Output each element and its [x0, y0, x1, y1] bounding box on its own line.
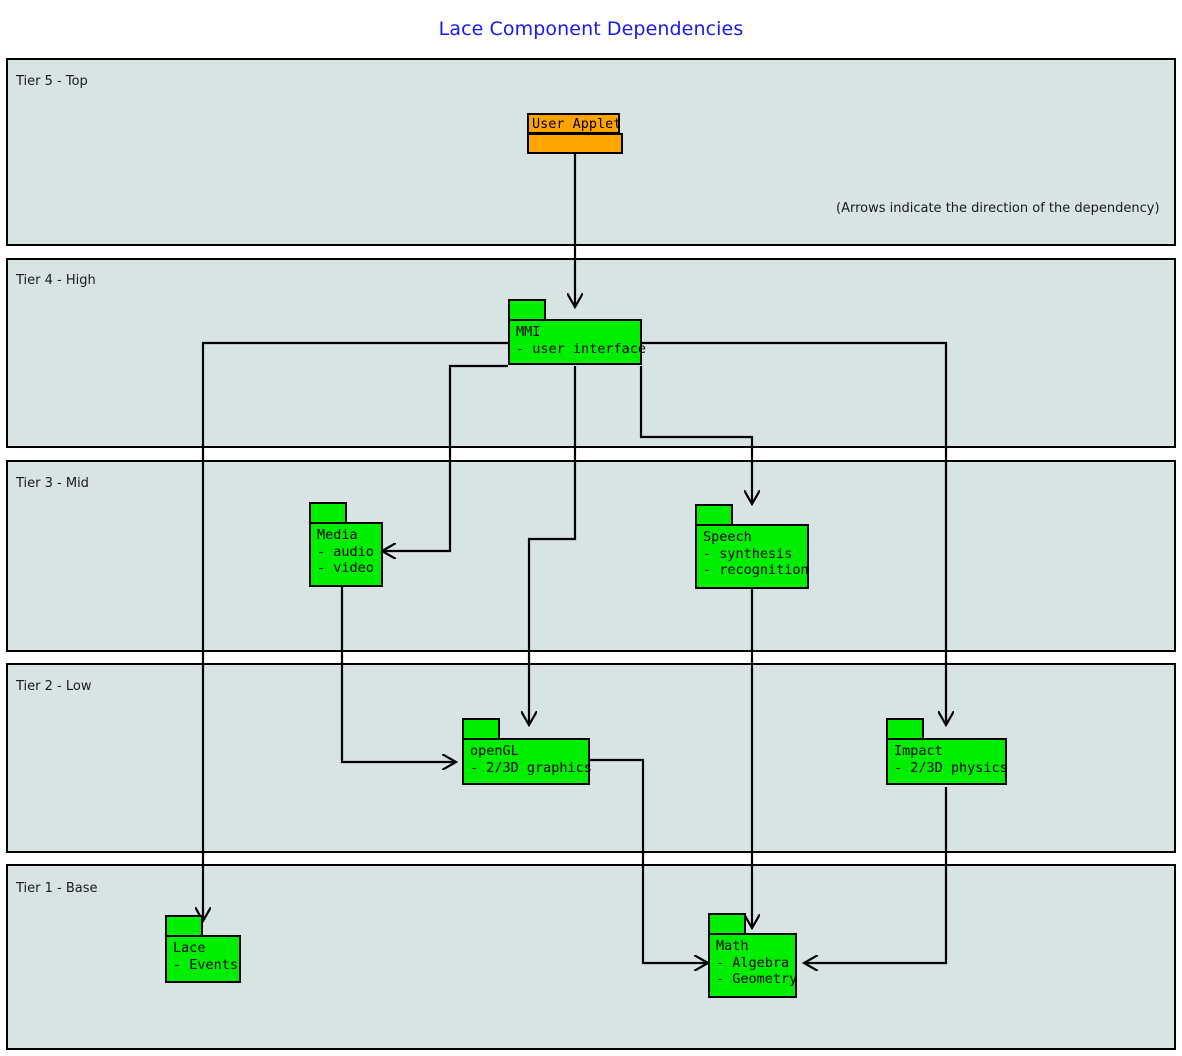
speech-package-tab	[695, 504, 733, 526]
user-applet-name: User Applet	[532, 116, 622, 132]
edge-mmi-to-speech	[639, 366, 752, 503]
edge-mmi-to-lace	[203, 341, 508, 920]
media-body: Media - audio - video	[309, 522, 383, 587]
node-math[interactable]: Math - Algebra - Geometry	[708, 913, 797, 998]
speech-detail-1: - synthesis	[703, 545, 793, 562]
edge-mmi-to-opengl	[529, 366, 577, 724]
tier-label-low: Tier 2 - Low	[16, 679, 92, 694]
impact-body: Impact - 2/3D physics	[886, 738, 1008, 785]
math-name: Math	[716, 938, 749, 954]
speech-detail-2: - recognition	[703, 562, 809, 578]
media-detail-1: - audio	[317, 543, 374, 560]
lace-body: Lace - Events	[165, 935, 241, 983]
opengl-name: openGL	[470, 743, 519, 759]
math-body: Math - Algebra - Geometry	[708, 933, 797, 998]
lace-package-tab	[165, 915, 203, 937]
tier-band-base	[6, 864, 1176, 1050]
mmi-name: MMI	[516, 324, 541, 340]
tier-label-mid: Tier 3 - Mid	[16, 476, 89, 491]
edge-mmi-to-impact	[641, 341, 946, 724]
math-detail-2: - Geometry	[716, 971, 798, 987]
user-applet-body	[527, 133, 623, 154]
user-applet-label-box: User Applet	[527, 113, 622, 134]
tier-label-high: Tier 4 - High	[16, 273, 96, 288]
node-media[interactable]: Media - audio - video	[309, 502, 383, 587]
edge-media-to-opengl	[340, 586, 455, 762]
lace-name: Lace	[173, 940, 206, 956]
node-speech[interactable]: Speech - synthesis - recognition	[695, 504, 809, 589]
lace-detail-1: - Events	[173, 956, 239, 973]
math-detail-1: - Algebra	[716, 954, 790, 971]
mmi-package-tab	[508, 299, 546, 321]
mmi-body: MMI - user interface	[508, 319, 647, 365]
node-user-applet[interactable]: User Applet	[527, 113, 623, 154]
media-name: Media	[317, 527, 358, 543]
tier-label-top: Tier 5 - Top	[16, 74, 88, 89]
node-impact[interactable]: Impact - 2/3D physics	[886, 718, 1008, 785]
opengl-package-tab	[462, 718, 500, 740]
opengl-body: openGL - 2/3D graphics	[462, 738, 592, 785]
edge-opengl-to-math	[590, 758, 707, 963]
node-lace[interactable]: Lace - Events	[165, 915, 241, 983]
edge-impact-to-math	[805, 787, 948, 963]
speech-body: Speech - synthesis - recognition	[695, 524, 809, 589]
impact-detail-1: - 2/3D physics	[894, 759, 1008, 776]
arrow-direction-note: (Arrows indicate the direction of the de…	[836, 201, 1160, 216]
edge-mmi-to-media	[383, 364, 508, 551]
media-package-tab	[309, 502, 347, 524]
tier-band-mid	[6, 460, 1176, 652]
math-package-tab	[708, 913, 746, 935]
node-mmi[interactable]: MMI - user interface	[508, 299, 647, 365]
speech-name: Speech	[703, 529, 752, 545]
impact-name: Impact	[894, 743, 943, 759]
node-opengl[interactable]: openGL - 2/3D graphics	[462, 718, 592, 785]
page-title: Lace Component Dependencies	[438, 18, 744, 40]
mmi-detail-1: - user interface	[516, 340, 647, 357]
impact-package-tab	[886, 718, 924, 740]
media-detail-2: - video	[317, 560, 374, 576]
opengl-detail-1: - 2/3D graphics	[470, 759, 592, 776]
tier-label-base: Tier 1 - Base	[16, 881, 98, 896]
